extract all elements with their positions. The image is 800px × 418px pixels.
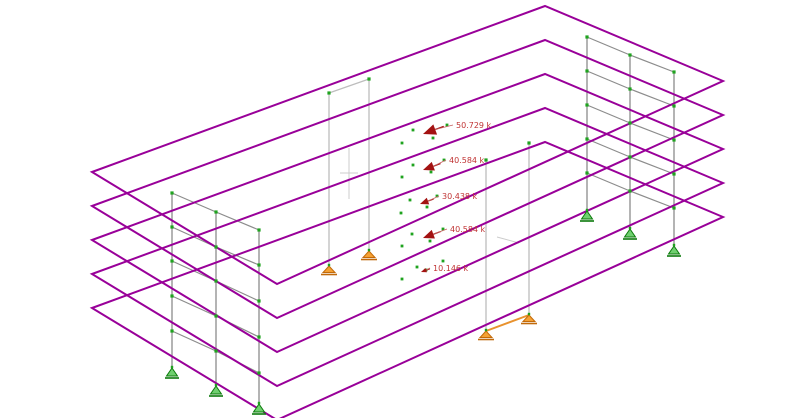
node-dot[interactable] <box>214 314 218 318</box>
roller-support-icon[interactable] <box>361 250 377 261</box>
node-dot[interactable] <box>170 225 174 229</box>
node-dot[interactable] <box>170 329 174 333</box>
node-dot[interactable] <box>411 163 415 167</box>
force-leader-line <box>433 159 447 167</box>
node-dot[interactable] <box>672 206 676 210</box>
node-dot[interactable] <box>170 191 174 195</box>
node-dot[interactable] <box>214 383 218 387</box>
node-dot[interactable] <box>672 104 676 108</box>
node-dot[interactable] <box>435 194 439 198</box>
node-dot[interactable] <box>628 189 632 193</box>
node-dot[interactable] <box>425 205 429 209</box>
node-dot[interactable] <box>170 294 174 298</box>
node-dot[interactable] <box>400 175 404 179</box>
node-dot[interactable] <box>400 244 404 248</box>
pin-support-icon[interactable] <box>623 228 637 240</box>
node-dot[interactable] <box>672 243 676 247</box>
node-dot[interactable] <box>527 141 531 145</box>
roller-support-icon[interactable] <box>478 330 494 341</box>
axis-cross-line <box>496 236 520 244</box>
node-dot[interactable] <box>628 226 632 230</box>
node-dot[interactable] <box>429 170 433 174</box>
tie-beam[interactable] <box>485 314 530 332</box>
node-dot[interactable] <box>367 77 371 81</box>
beam[interactable] <box>328 78 370 94</box>
node-dot[interactable] <box>585 137 589 141</box>
node-dot[interactable] <box>441 227 445 231</box>
node-dot[interactable] <box>672 138 676 142</box>
node-dot[interactable] <box>214 349 218 353</box>
node-dot[interactable] <box>408 198 412 202</box>
node-dot[interactable] <box>484 328 488 332</box>
node-dot[interactable] <box>672 70 676 74</box>
node-dot[interactable] <box>257 263 261 267</box>
node-dot[interactable] <box>257 371 261 375</box>
node-dot[interactable] <box>585 103 589 107</box>
floor-outline-1[interactable] <box>89 140 726 418</box>
force-arrow-icon[interactable] <box>423 229 435 239</box>
force-label: 10.146 k <box>433 264 469 273</box>
force-arrow-icon[interactable] <box>420 197 430 205</box>
node-dot[interactable] <box>415 265 419 269</box>
node-dot[interactable] <box>585 208 589 212</box>
node-dot[interactable] <box>445 123 449 127</box>
node-dot[interactable] <box>399 211 403 215</box>
node-dot[interactable] <box>484 158 488 162</box>
node-dot[interactable] <box>257 299 261 303</box>
force-label: 40.584 k <box>449 156 485 165</box>
force-leader-line <box>433 228 448 235</box>
roller-support-icon[interactable] <box>521 314 537 325</box>
node-dot[interactable] <box>428 239 432 243</box>
node-dot[interactable] <box>628 87 632 91</box>
node-dot[interactable] <box>628 53 632 57</box>
node-dot[interactable] <box>214 245 218 249</box>
node-dot[interactable] <box>585 35 589 39</box>
force-leader-line <box>427 195 440 202</box>
node-dot[interactable] <box>367 248 371 252</box>
node-dot[interactable] <box>327 263 331 267</box>
node-dot[interactable] <box>410 232 414 236</box>
node-dot[interactable] <box>585 171 589 175</box>
node-dot[interactable] <box>257 401 261 405</box>
node-dot[interactable] <box>400 277 404 281</box>
node-dot[interactable] <box>585 69 589 73</box>
node-dot[interactable] <box>411 128 415 132</box>
node-dot[interactable] <box>170 365 174 369</box>
force-label: 50.729 k <box>456 121 492 130</box>
node-dot[interactable] <box>257 228 261 232</box>
node-dot[interactable] <box>214 279 218 283</box>
force-leader-line <box>425 267 431 271</box>
force-arrow-icon[interactable] <box>421 267 427 273</box>
floor-outline-2[interactable] <box>89 106 726 388</box>
node-dot[interactable] <box>431 136 435 140</box>
force-arrow-icon[interactable] <box>423 124 438 135</box>
floor-outline-3[interactable] <box>89 72 726 354</box>
node-dot[interactable] <box>170 259 174 263</box>
node-dot[interactable] <box>400 141 404 145</box>
pin-support-icon[interactable] <box>165 367 179 379</box>
node-dot[interactable] <box>672 172 676 176</box>
force-label: 30.438 k <box>442 192 478 201</box>
pin-support-icon[interactable] <box>209 385 223 397</box>
node-dot[interactable] <box>214 210 218 214</box>
node-dot[interactable] <box>257 335 261 339</box>
node-dot[interactable] <box>442 158 446 162</box>
node-dot[interactable] <box>441 259 445 263</box>
node-dot[interactable] <box>628 155 632 159</box>
force-leader-line <box>435 124 454 130</box>
force-arrow-icon[interactable] <box>423 161 435 171</box>
pin-support-icon[interactable] <box>667 245 681 257</box>
node-dot[interactable] <box>527 312 531 316</box>
floor-outline-5[interactable] <box>89 4 726 286</box>
force-label: 40.584 k <box>450 225 486 234</box>
pin-support-icon[interactable] <box>252 403 266 415</box>
pin-support-icon[interactable] <box>580 210 594 222</box>
node-dot[interactable] <box>628 121 632 125</box>
roller-support-icon[interactable] <box>321 265 337 276</box>
node-dot[interactable] <box>327 91 331 95</box>
floor-outline-4[interactable] <box>89 38 726 320</box>
